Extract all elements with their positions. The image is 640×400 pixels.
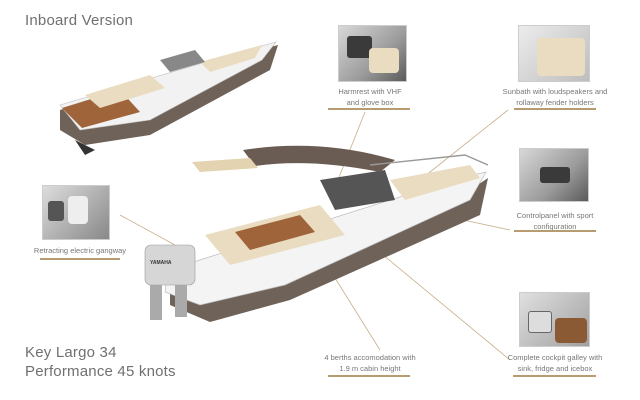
callout-text: 1.9 m cabin height [339,364,401,373]
main-boat-image [144,145,489,322]
callout-text: Harmrest with VHF [338,87,402,96]
callout-gangway: Retracting electric gangway [30,245,130,256]
engine-brand-logo: YAMAHA [150,260,172,266]
callout-text: Sunbath with loudspeakers and [502,87,608,96]
callout-sunbath: Sunbath with loudspeakers and rollaway f… [500,86,610,108]
sunbath-thumbnail [518,25,590,82]
controlpanel-thumbnail [519,148,589,202]
leader-line-galley [364,239,511,361]
page-heading: Inboard Version [25,12,134,29]
leader-line-sunbath [419,109,509,181]
outboard-engine [144,244,196,286]
galley-thumbnail [519,292,590,347]
callout-text: 4 berths accomodation with [324,353,416,362]
callout-text: rollaway fender holders [516,98,594,107]
callout-underline [328,108,410,110]
callout-underline [40,258,120,260]
callout-text: Complete cockpit galley with [507,353,603,362]
callout-text: configuration [533,222,577,231]
model-name: Key Largo 34 [25,344,117,361]
callout-text: sink, fridge and icebox [517,364,593,373]
callout-underline [328,375,410,377]
callout-galley: Complete cockpit galley with sink, fridg… [503,352,607,374]
model-info: Key Largo 34 Performance 45 knots [25,343,176,381]
callout-text: Controlpanel with sport [516,211,594,220]
callout-underline [513,375,596,377]
small-boat-image [59,41,278,155]
harmrest-thumbnail [338,25,407,82]
callout-berths: 4 berths accomodation with 1.9 m cabin h… [318,352,422,374]
model-performance: Performance 45 knots [25,363,176,380]
leader-line-gangway [119,214,176,246]
gangway-thumbnail [42,185,110,240]
callout-underline [514,230,596,232]
callout-text: Retracting electric gangway [33,246,127,255]
callout-harmrest: Harmrest with VHF and glove box [318,86,422,108]
callout-text: and glove box [346,98,394,107]
callout-underline [514,108,596,110]
callout-controlpanel: Controlpanel with sport configuration [505,210,605,232]
leader-line-berths [329,269,381,351]
